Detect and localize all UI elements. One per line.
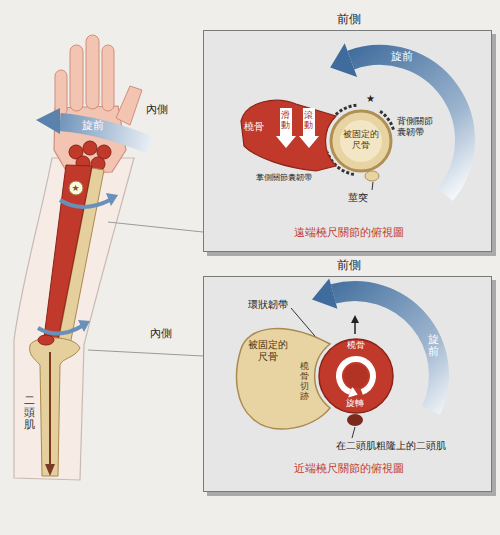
panel-ground (203, 276, 492, 492)
ulna-outline (237, 329, 330, 429)
radius-outline (241, 100, 336, 171)
biceps-tendon (347, 414, 363, 426)
panel-ground (203, 30, 492, 252)
radius-core (344, 364, 368, 388)
node-shape (233, 319, 333, 434)
star-mark: ★ (72, 184, 80, 193)
node-shape (236, 96, 336, 171)
star-mark: ★ (366, 94, 375, 104)
part-label: 環狀韌帶 (248, 300, 288, 310)
motion-label: 滑動 (281, 111, 290, 131)
motion-label: 旋轉 (346, 399, 364, 408)
leader-line (352, 427, 355, 438)
panel-caption: 遠端橈尺關節的俯視圖 (204, 227, 493, 238)
finger (55, 70, 67, 116)
part-label: 在二頭肌粗隆上的二頭肌 (336, 441, 446, 451)
leader-line (108, 222, 203, 232)
ulna-bone: 被固定的尺骨 (233, 319, 333, 434)
arrow-head (312, 278, 337, 308)
part-label: 莖突 (348, 193, 368, 203)
finger (70, 45, 83, 111)
panel-heading: 前側 (204, 13, 493, 25)
bone-label: 橈骨 (244, 122, 264, 132)
radius-bone: 橈骨 (236, 96, 336, 171)
leader-line (88, 350, 203, 356)
star-marker (69, 181, 83, 195)
ulna-core (340, 120, 382, 162)
arrow-label: 旋前 (391, 51, 413, 62)
rotation-arrow (339, 359, 373, 392)
styloid-process (365, 171, 379, 181)
arrow-head (276, 136, 296, 148)
part-label: 背側關節囊韌帶 (397, 116, 437, 138)
motion-arrow (303, 108, 315, 136)
panel-heading: 前側 (204, 259, 493, 271)
direction-label: 內側 (150, 328, 172, 339)
arrow-label: 旋前 (82, 120, 104, 131)
arrow-label: 旋前 (428, 334, 439, 358)
biceps-line (49, 352, 51, 466)
panel-caption: 近端橈尺關節的俯視圖 (204, 463, 493, 474)
arrow-head (36, 108, 60, 134)
humerus (30, 338, 80, 476)
direction-label: 內側 (146, 104, 168, 115)
motion-arrow (280, 108, 292, 136)
arrow-head (299, 136, 319, 148)
bone-label: 橈骨 (318, 341, 394, 350)
muscle-label: 二頭肌 (24, 395, 35, 431)
leader-line (372, 182, 373, 190)
view-panel: 前側遠端橈尺關節的俯視圖橈骨被固定的尺骨 (203, 30, 492, 252)
finger (86, 35, 99, 109)
arm-outline (14, 158, 134, 480)
ulna-outline (331, 111, 391, 171)
view-panel: 前側近端橈尺關節的俯視圖被固定的尺骨橈骨 (203, 276, 492, 492)
arrow-head (78, 320, 90, 332)
arrow-head (106, 193, 118, 206)
rotation-arrow (60, 200, 110, 207)
part-label: 橈骨切跡 (300, 362, 309, 402)
arrow-head (348, 386, 358, 397)
thumb (116, 86, 142, 125)
bone-label: 被固定的尺骨 (247, 339, 289, 363)
motion-arrow (354, 322, 356, 334)
radius-outline (319, 339, 393, 413)
radial-head (38, 335, 54, 345)
motion-label: 滾動 (304, 111, 313, 131)
bone-label: 被固定的尺骨 (341, 129, 381, 151)
arrow-head (330, 43, 357, 77)
carpal-bone (83, 141, 97, 155)
finger (102, 45, 114, 111)
rotation-arrow (38, 326, 82, 334)
radius-shaft (44, 165, 92, 340)
part-label: 掌側關節囊韌帶 (256, 174, 312, 182)
pronation-arrow (60, 122, 150, 145)
arrow-head (45, 464, 55, 476)
arrow-head (351, 315, 359, 323)
ulna-bone: 被固定的尺骨 (329, 109, 393, 173)
